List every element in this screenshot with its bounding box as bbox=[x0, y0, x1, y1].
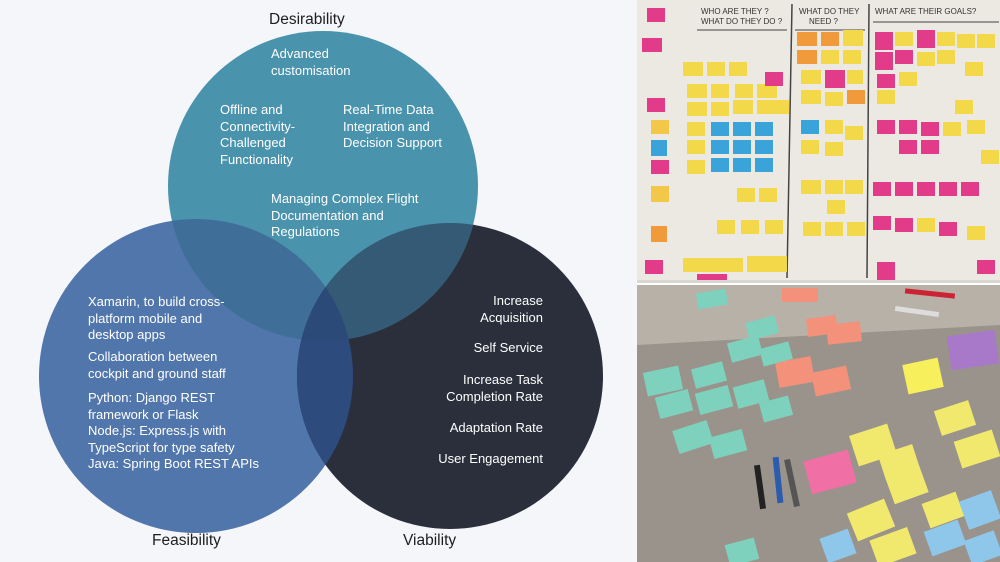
title-viability: Viability bbox=[403, 532, 457, 549]
label-collaboration: Collaboration between cockpit and ground… bbox=[88, 349, 226, 381]
workshop-photos: WHO ARE THEY ? WHAT DO THEY DO ? WHAT DO… bbox=[637, 0, 1000, 562]
label-increase-acquisition: Increase Acquisition bbox=[480, 293, 543, 325]
photo-divider bbox=[637, 283, 1000, 286]
overlap-desirability-viability bbox=[297, 223, 478, 341]
whiteboard-header-2b: NEED ? bbox=[809, 17, 838, 26]
label-advanced-customisation: Advanced customisation bbox=[271, 46, 351, 78]
label-task-completion: Increase Task Completion Rate bbox=[446, 372, 543, 404]
whiteboard-photo: WHO ARE THEY ? WHAT DO THEY DO ? WHAT DO… bbox=[637, 0, 1000, 284]
whiteboard-header-1: WHO ARE THEY ? bbox=[701, 7, 769, 16]
whiteboard-header-1b: WHAT DO THEY DO ? bbox=[701, 17, 783, 26]
whiteboard-header-3: WHAT ARE THEIR GOALS? bbox=[875, 7, 977, 16]
label-offline-functionality: Offline and Connectivity- Challenged Fun… bbox=[220, 102, 296, 167]
venn-diagram: Desirability Feasibility Viability Advan… bbox=[39, 11, 603, 549]
overlap-desirability-feasibility bbox=[168, 219, 353, 341]
label-xamarin: Xamarin, to build cross- platform mobile… bbox=[88, 294, 225, 342]
venn-circles bbox=[39, 31, 603, 533]
table-image bbox=[637, 285, 1000, 562]
label-self-service: Self Service bbox=[473, 340, 543, 355]
table-photo bbox=[637, 285, 1000, 562]
label-adaptation-rate: Adaptation Rate bbox=[449, 420, 543, 435]
whiteboard-header-2: WHAT DO THEY bbox=[799, 7, 860, 16]
title-desirability: Desirability bbox=[269, 11, 345, 28]
label-flight-documentation: Managing Complex Flight Documentation an… bbox=[271, 191, 419, 239]
label-tech-stack: Python: Django REST framework or Flask N… bbox=[88, 390, 260, 471]
label-realtime-data: Real-Time Data Integration and Decision … bbox=[343, 102, 442, 150]
whiteboard-image: WHO ARE THEY ? WHAT DO THEY DO ? WHAT DO… bbox=[637, 0, 1000, 284]
title-feasibility: Feasibility bbox=[152, 532, 221, 549]
label-user-engagement: User Engagement bbox=[438, 451, 543, 466]
